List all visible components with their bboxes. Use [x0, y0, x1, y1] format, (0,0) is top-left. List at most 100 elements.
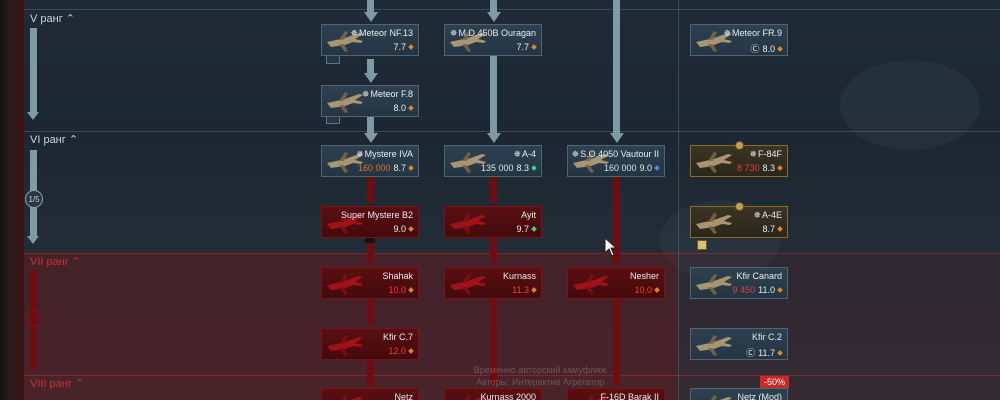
vehicle-card-kurnass[interactable]: Kurnass 11.3 [444, 267, 542, 299]
chevron-up-icon: ⌃ [68, 134, 79, 146]
background-blur [840, 60, 980, 150]
research-cost: 160 000 [603, 163, 637, 173]
rank-divider [24, 375, 1000, 376]
rank-label-5[interactable]: V ранг ⌃ [30, 13, 75, 25]
tree-arrow [487, 12, 501, 22]
battle-rating: 8.0 [762, 44, 775, 54]
nation-star-icon: ✵ [513, 149, 521, 159]
vehicle-name: Kurnass 2000 [480, 392, 536, 400]
squadron-marker-icon [697, 240, 707, 250]
currency-diamond-icon [777, 46, 783, 52]
tree-link [613, 0, 620, 133]
rank-label-6[interactable]: VI ранг ⌃ [30, 134, 79, 146]
vehicle-card-netz-mod[interactable]: Netz (Mod) [690, 388, 788, 400]
aircraft-silhouette-icon [325, 148, 365, 176]
vehicle-card-netz[interactable]: Netz [321, 388, 419, 400]
currency-diamond-icon [408, 287, 414, 293]
tree-link-locked [367, 177, 374, 203]
rank-divider [24, 253, 1000, 254]
nation-star-icon: ✵ [749, 149, 757, 159]
tree-link [490, 0, 497, 12]
battle-rating: 10.0 [388, 285, 406, 295]
aircraft-silhouette-icon [571, 148, 611, 176]
rank-label-7[interactable]: VII ранг ⌃ [30, 256, 82, 268]
vehicle-stats: 8.7 [762, 224, 783, 234]
aircraft-silhouette-icon [325, 27, 365, 55]
aircraft-silhouette-icon [325, 270, 365, 298]
vehicle-name: Netz [394, 392, 413, 400]
vehicle-name: Nesher [629, 271, 659, 281]
research-cost: 8 730 [736, 163, 760, 173]
aircraft-silhouette-icon [325, 331, 365, 359]
battle-rating: 8.0 [393, 103, 406, 113]
battle-rating: 8.7 [762, 224, 775, 234]
battle-rating: 12.0 [388, 346, 406, 356]
vehicle-stats: 7.7 [516, 42, 537, 52]
tree-link-locked [367, 360, 374, 386]
nation-star-icon: ✵ [571, 149, 580, 159]
nation-star-icon: ✵ [356, 149, 364, 159]
nation-star-icon: ✵ [723, 28, 731, 38]
battle-rating: 11.3 [512, 285, 529, 295]
vehicle-name: Kfir C.2 [751, 332, 782, 342]
currency-diamond-icon [531, 44, 537, 50]
currency-diamond-icon [408, 44, 414, 50]
aircraft-silhouette-icon [571, 391, 611, 400]
premium-marker-icon [735, 141, 744, 150]
vehicle-card-kurnass-2000[interactable]: Kurnass 2000 [444, 388, 542, 400]
vehicle-card-f16d-barak-ii[interactable]: F-16D Barak II [567, 388, 665, 400]
rank-label-8[interactable]: VIII ранг ⌃ [30, 378, 85, 390]
mouse-cursor-icon [604, 237, 618, 257]
vehicle-name: ✵A-4E [753, 210, 782, 220]
aircraft-silhouette-icon [571, 270, 611, 298]
rank-progress-ring [26, 311, 42, 327]
vehicle-name: Kurnass [502, 271, 536, 281]
aircraft-silhouette-icon [448, 209, 488, 237]
battle-rating: 8.7 [393, 163, 406, 173]
tree-link-locked [613, 177, 620, 264]
module-indicator [326, 55, 340, 64]
nation-star-icon: ✵ [753, 210, 761, 220]
vehicle-name: Ayit [521, 210, 536, 220]
currency-diamond-icon [654, 287, 660, 293]
aircraft-silhouette-icon [694, 331, 734, 359]
tree-arrow [364, 12, 378, 22]
tree-arrow [364, 133, 378, 143]
battle-rating: 7.7 [516, 42, 529, 52]
aircraft-silhouette-icon [448, 148, 488, 176]
premium-column-divider [678, 0, 679, 400]
vehicle-card-a4e[interactable]: ✵A-4E 8.7 [690, 206, 788, 238]
tree-link-locked [613, 299, 620, 385]
vehicle-name: ✵Meteor NF.13 [350, 28, 413, 38]
tree-arrow [610, 133, 624, 143]
tree-arrow [487, 133, 501, 143]
rank-divider [24, 131, 1000, 132]
tree-link [367, 0, 374, 12]
aircraft-silhouette-icon [694, 209, 734, 237]
aircraft-silhouette-icon [325, 209, 365, 237]
aircraft-silhouette-icon [694, 391, 734, 400]
aircraft-silhouette-icon [448, 391, 488, 400]
aircraft-silhouette-icon [325, 88, 365, 116]
currency-diamond-icon [531, 165, 537, 171]
battle-rating: 11.0 [758, 285, 775, 295]
